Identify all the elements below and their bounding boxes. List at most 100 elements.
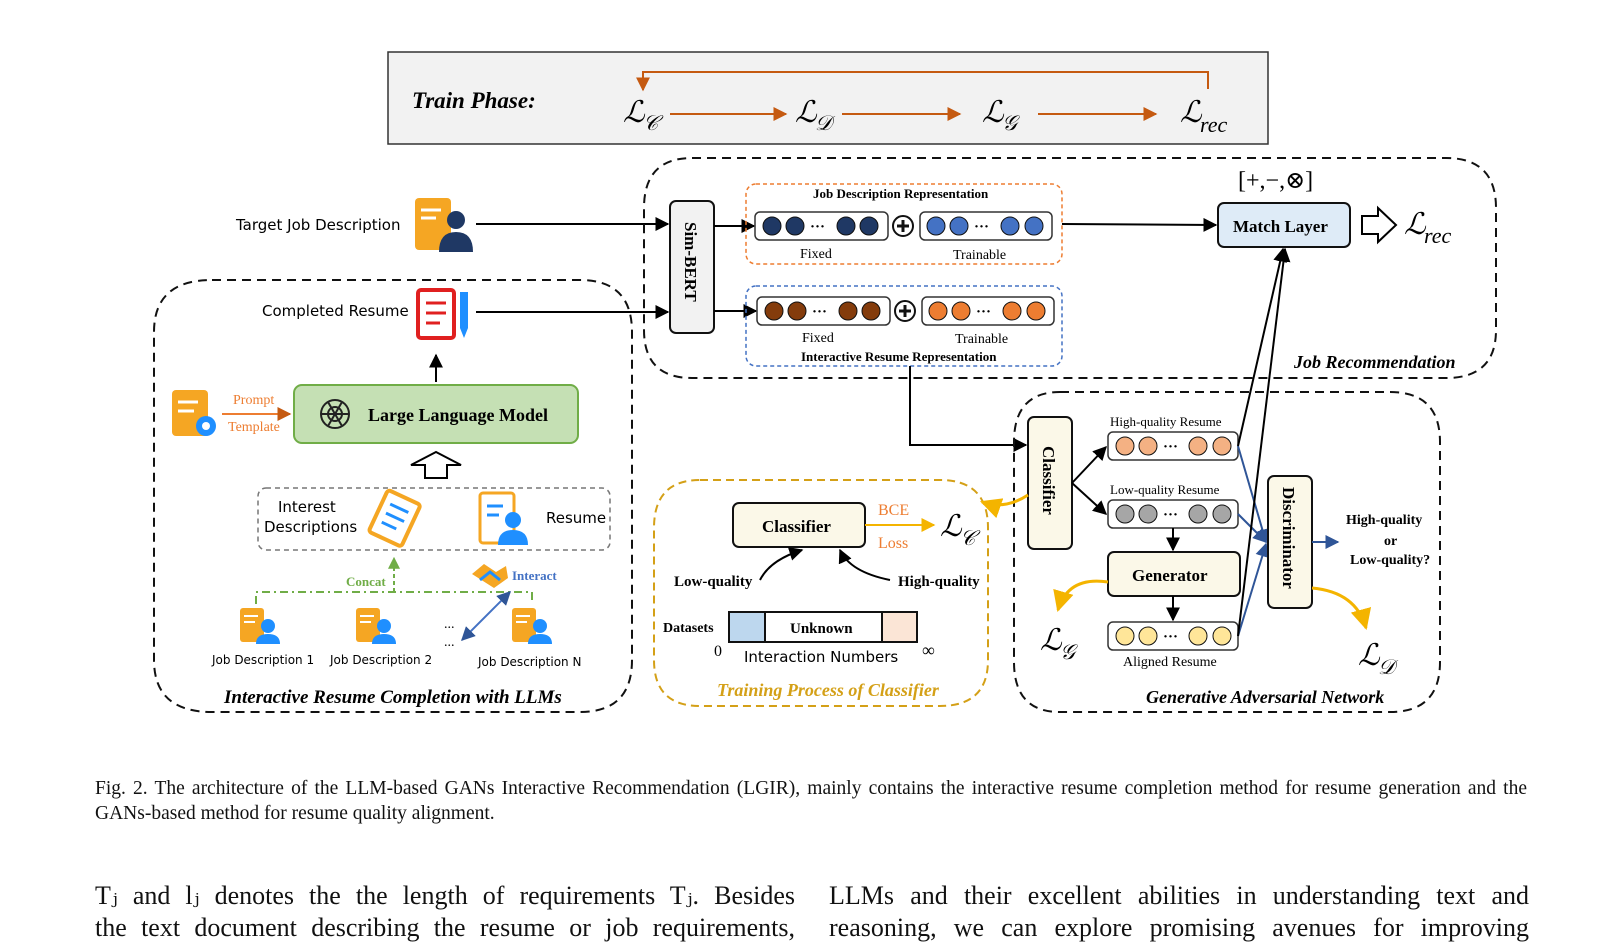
low-quality-label: Low-quality bbox=[674, 574, 753, 590]
llm-input-arrow bbox=[410, 450, 462, 479]
job-description-2-icon bbox=[356, 608, 396, 644]
jd-to-match-arrow bbox=[1061, 217, 1218, 232]
aligned-resume-label: Aligned Resume bbox=[1123, 655, 1217, 670]
llm-label: Large Language Model bbox=[368, 405, 548, 425]
svg-text:ℒ: ℒ bbox=[1404, 208, 1427, 241]
output-or-label: or bbox=[1384, 534, 1397, 549]
train-feedback-arrow bbox=[636, 71, 1209, 92]
svg-text:···: ··· bbox=[812, 304, 827, 320]
svg-text:···: ··· bbox=[1163, 439, 1178, 455]
aligned-to-discriminator-arrow bbox=[1237, 542, 1270, 637]
svg-text:ℒ: ℒ bbox=[1358, 639, 1381, 672]
body-right-line-1: LLMs and their excellent abilities in un… bbox=[829, 881, 1529, 910]
svg-text:𝒟: 𝒟 bbox=[1378, 655, 1399, 679]
job-description-n-label: Job Description N bbox=[477, 655, 581, 669]
classifier-label: Classifier bbox=[762, 517, 831, 536]
resume-representation-box bbox=[745, 285, 1063, 367]
jd-trainable-vector: ··· bbox=[919, 211, 1053, 241]
interact-arrow bbox=[461, 591, 511, 641]
datasets-label: Datasets bbox=[663, 621, 714, 636]
template-label: Template bbox=[228, 420, 280, 435]
body-column-left: Tⱼ and lⱼ denotes the the length of requ… bbox=[95, 880, 795, 944]
to-low-quality-arrow bbox=[1071, 482, 1108, 515]
job-description-ellipsis: ... bbox=[444, 617, 455, 632]
job-recommendation-panel: Job Recommendation Sim-BERT Job Descript… bbox=[643, 157, 1497, 379]
svg-text:···: ··· bbox=[1163, 507, 1178, 523]
body-left-line-2: the text document describing the resume … bbox=[95, 913, 795, 942]
classifier-share-arrow bbox=[980, 493, 1029, 519]
svg-text:𝒢: 𝒢 bbox=[1002, 111, 1020, 135]
svg-text:rec: rec bbox=[1200, 112, 1228, 137]
job-description-1-label: Job Description 1 bbox=[211, 653, 314, 667]
low-quality-arrow bbox=[759, 547, 804, 581]
high-quality-label: High-quality bbox=[898, 574, 980, 590]
match-layer-box bbox=[1217, 202, 1351, 248]
resume-fixed-vector: ··· bbox=[756, 296, 891, 326]
jd-fixed-vector: ··· bbox=[754, 211, 889, 241]
low-quality-resume-label: Low-quality Resume bbox=[1110, 482, 1220, 497]
handshake-icon bbox=[472, 564, 508, 588]
svg-text:···: ··· bbox=[1163, 629, 1178, 645]
gan-classifier-label: Classifier bbox=[1039, 446, 1058, 515]
body-column-right: LLMs and their excellent abilities in un… bbox=[829, 880, 1529, 944]
loss-g-label: ℒ 𝒢 bbox=[982, 96, 1020, 135]
body-left-line-1: Tⱼ and lⱼ denotes the the length of requ… bbox=[95, 881, 795, 910]
resume-input-label: Resume bbox=[546, 509, 606, 527]
body-right-line-2: reasoning, we can explore promising aven… bbox=[829, 913, 1529, 942]
resume-completion-panel: Interactive Resume Completion with LLMs … bbox=[153, 198, 670, 713]
aligned-vector: ··· bbox=[1107, 621, 1239, 651]
completed-resume-icon bbox=[416, 288, 468, 340]
resume-fixed-label: Fixed bbox=[802, 331, 834, 346]
high-to-match-arrow bbox=[1237, 247, 1288, 447]
job-recommendation-title: Job Recommendation bbox=[1293, 352, 1456, 372]
simbert-box bbox=[669, 200, 715, 334]
loss-d-label: ℒ 𝒟 bbox=[795, 96, 836, 135]
high-to-discriminator-arrow bbox=[1237, 445, 1270, 544]
high-quality-resume-label: High-quality Resume bbox=[1110, 414, 1222, 429]
match-layer-label: Match Layer bbox=[1233, 217, 1328, 236]
dataset-bar: Unknown bbox=[728, 611, 918, 643]
jd-trainable-label: Trainable bbox=[953, 248, 1006, 263]
svg-text:ℒ: ℒ bbox=[1040, 624, 1063, 657]
interest-label-2: Descriptions bbox=[264, 518, 357, 536]
svg-text:ℒ: ℒ bbox=[1180, 96, 1203, 129]
resume-trainable-vector: ··· bbox=[921, 296, 1055, 326]
loss-rec-output: ℒ rec bbox=[1404, 208, 1452, 248]
svg-text:ℒ: ℒ bbox=[982, 96, 1005, 129]
architecture-figure: Train Phase: ℒ 𝒞 ℒ 𝒟 ℒ 𝒢 ℒ rec Interacti… bbox=[153, 51, 1497, 713]
jd-representation-box bbox=[745, 183, 1063, 265]
output-high-label: High-quality bbox=[1346, 513, 1422, 528]
jd-fixed-label: Fixed bbox=[800, 247, 832, 262]
aligned-to-match-arrow bbox=[1237, 247, 1291, 637]
resume-trainable-label: Trainable bbox=[955, 332, 1008, 347]
high-quality-vector: ··· bbox=[1107, 431, 1239, 461]
prompt-label: Prompt bbox=[233, 393, 274, 408]
job-description-2-label: Job Description 2 bbox=[329, 653, 432, 667]
simbert-label: Sim-BERT bbox=[681, 222, 700, 302]
inputs-box bbox=[257, 487, 611, 551]
bce-loss-label: Loss bbox=[878, 535, 908, 552]
resume-icon bbox=[478, 491, 528, 545]
gan-panel: Generative Adversarial Network Classifie… bbox=[980, 247, 1441, 713]
svg-text:···: ··· bbox=[974, 219, 989, 235]
classifier-training-title: Training Process of Classifier bbox=[717, 680, 940, 700]
jd-representation-label: Job Description Representation bbox=[813, 186, 989, 201]
resume-plus-icon bbox=[894, 300, 916, 322]
discriminator-label: Discriminator bbox=[1279, 487, 1298, 589]
loss-rec-label: ℒ rec bbox=[1180, 96, 1228, 137]
loss-g-output: ℒ 𝒢 bbox=[1040, 624, 1078, 664]
prompt-template-icon bbox=[172, 390, 216, 436]
resume-representation-label: Interactive Resume Representation bbox=[801, 349, 997, 364]
concat-label: Concat bbox=[346, 574, 386, 589]
job-description-1-icon bbox=[240, 608, 280, 644]
to-high-quality-arrow bbox=[1071, 445, 1107, 484]
generator-label: Generator bbox=[1132, 566, 1208, 585]
job-description-n-icon bbox=[512, 608, 552, 644]
loss-d-output: ℒ 𝒟 bbox=[1358, 639, 1399, 679]
interest-label-1: Interest bbox=[278, 498, 336, 516]
train-phase-box: Train Phase: ℒ 𝒞 ℒ 𝒟 ℒ 𝒢 ℒ rec bbox=[387, 51, 1269, 145]
gan-title: Generative Adversarial Network bbox=[1146, 687, 1384, 707]
train-phase-title: Train Phase: bbox=[412, 88, 536, 113]
svg-text:𝒢: 𝒢 bbox=[1060, 640, 1078, 664]
resume-completion-title: Interactive Resume Completion with LLMs bbox=[223, 687, 562, 708]
